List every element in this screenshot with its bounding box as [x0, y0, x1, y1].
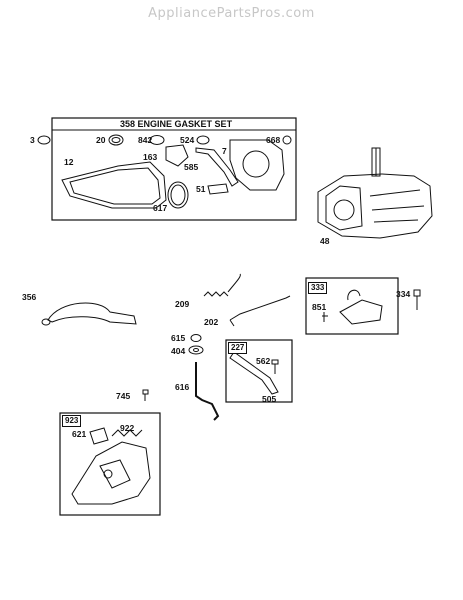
label-851: 851 [312, 302, 327, 312]
label-621: 621 [72, 429, 87, 439]
part-615-nut [190, 334, 202, 342]
part-7-head-gasket [229, 139, 285, 191]
label-202: 202 [204, 317, 219, 327]
label-20: 20 [96, 135, 106, 145]
label-209: 209 [175, 299, 190, 309]
label-3: 3 [30, 135, 35, 145]
label-505: 505 [262, 394, 277, 404]
label-616: 616 [175, 382, 190, 392]
label-356: 356 [22, 292, 37, 302]
part-617-oring [167, 181, 189, 209]
kit-333-box [305, 277, 399, 335]
label-48: 48 [320, 236, 330, 246]
part-524-seal [196, 135, 210, 145]
part-12-crankcase-gasket [61, 161, 167, 209]
part-20-gasket-ring [108, 134, 124, 146]
label-51: 51 [196, 184, 206, 194]
label-524: 524 [180, 135, 195, 145]
part-616-governor-rod [195, 362, 220, 421]
label-842: 842 [138, 135, 153, 145]
part-227-governor-lever [229, 351, 279, 395]
part-404-washer [188, 345, 204, 355]
label-163: 163 [143, 152, 158, 162]
gasket-set-number: 358 [120, 119, 136, 129]
part-621-clip [89, 427, 109, 445]
label-585: 585 [184, 162, 199, 172]
part-562-screw [271, 359, 279, 374]
kit-923-tag: 923 [62, 415, 82, 427]
label-615: 615 [171, 333, 186, 343]
part-334-bolt [413, 289, 421, 310]
watermark: AppliancePartsPros.com [148, 6, 315, 21]
part-209-spring [203, 273, 241, 297]
part-163-gasket [165, 144, 189, 167]
part-333-ignition-armature [339, 299, 383, 325]
part-668-gasket [282, 135, 292, 145]
part-48-engine-block [317, 147, 433, 239]
kit-227-box [225, 339, 293, 403]
label-7: 7 [222, 146, 227, 156]
part-745-screw [142, 389, 149, 401]
part-356-wire-harness [47, 302, 137, 325]
part-202-link [229, 295, 291, 327]
label-745: 745 [116, 391, 131, 401]
kit-923-box [59, 412, 161, 516]
label-668: 668 [266, 135, 281, 145]
label-404: 404 [171, 346, 186, 356]
part-3-gasket-ring [37, 135, 51, 145]
kit-227-tag: 227 [228, 342, 248, 354]
part-842-seal [149, 135, 165, 145]
part-851-screw [322, 312, 328, 322]
kit-333-tag: 333 [308, 282, 328, 294]
gasket-set-box [51, 117, 297, 221]
label-12: 12 [64, 157, 74, 167]
part-923-control-bracket [71, 441, 151, 505]
part-51-gasket [207, 183, 229, 195]
label-562: 562 [256, 356, 271, 366]
gasket-set-title: 358 ENGINE GASKET SET [120, 119, 232, 129]
part-585-gasket [195, 147, 239, 187]
label-617: 617 [153, 203, 168, 213]
gasket-set-name: ENGINE GASKET SET [137, 119, 233, 129]
label-334: 334 [396, 289, 411, 299]
label-922: 922 [120, 423, 135, 433]
part-922-spring [111, 429, 143, 437]
